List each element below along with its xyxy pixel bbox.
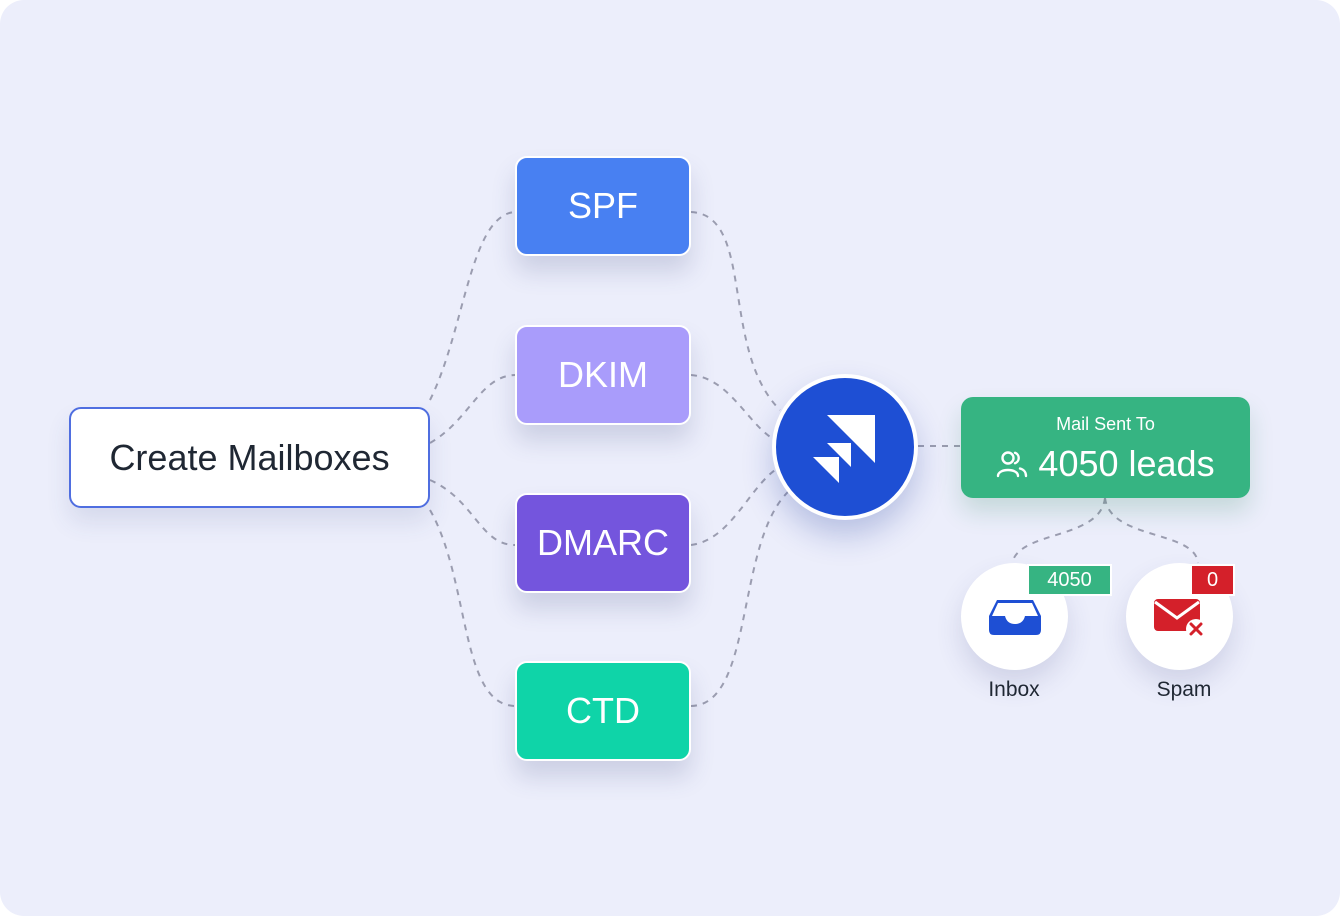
inbox-count: 4050 <box>1047 568 1092 591</box>
inbox-tray-icon <box>988 599 1041 635</box>
spf-node: SPF <box>515 156 691 256</box>
dkim-label: DKIM <box>558 354 648 395</box>
spam-label: Spam <box>1156 678 1212 701</box>
inbox-count-badge: 4050 <box>1027 564 1112 596</box>
connector-sent-inbox <box>1011 497 1106 564</box>
users-icon <box>997 451 1028 478</box>
spf-label: SPF <box>567 185 638 226</box>
connector-dkim-hub <box>690 374 776 441</box>
create-mailboxes-node: Create Mailboxes <box>69 407 430 508</box>
spam-count: 0 <box>1206 568 1219 591</box>
hub-node <box>772 374 918 520</box>
connector-ctd-hub <box>690 489 791 707</box>
spam-count-badge: 0 <box>1190 564 1235 596</box>
ctd-node: CTD <box>515 661 691 761</box>
brand-logo-icon <box>813 415 875 483</box>
mail-sent-count-text: 4050 leads <box>1038 443 1215 484</box>
dmarc-label: DMARC <box>537 522 669 563</box>
connector-create-dkim <box>429 374 516 444</box>
connector-dmarc-hub <box>690 469 776 546</box>
connector-sent-spam <box>1104 497 1199 564</box>
mail-sent-box: Mail Sent To 4050 leads <box>961 397 1250 498</box>
ctd-label: CTD <box>566 690 640 731</box>
inbox-label: Inbox <box>988 678 1040 701</box>
inbox-circle <box>961 563 1068 670</box>
dkim-node: DKIM <box>515 325 691 425</box>
connector-create-dmarc <box>429 479 516 546</box>
spam-circle <box>1126 563 1233 670</box>
connector-create-ctd <box>429 509 516 707</box>
mail-sent-count: 4050 leads <box>996 443 1215 485</box>
dmarc-node: DMARC <box>515 493 691 593</box>
create-mailboxes-label: Create Mailboxes <box>109 436 390 478</box>
connector-create-spf <box>429 211 516 401</box>
envelope-x-icon <box>1153 598 1206 639</box>
connector-spf-hub <box>690 211 781 411</box>
mail-sent-title: Mail Sent To <box>1056 414 1155 434</box>
